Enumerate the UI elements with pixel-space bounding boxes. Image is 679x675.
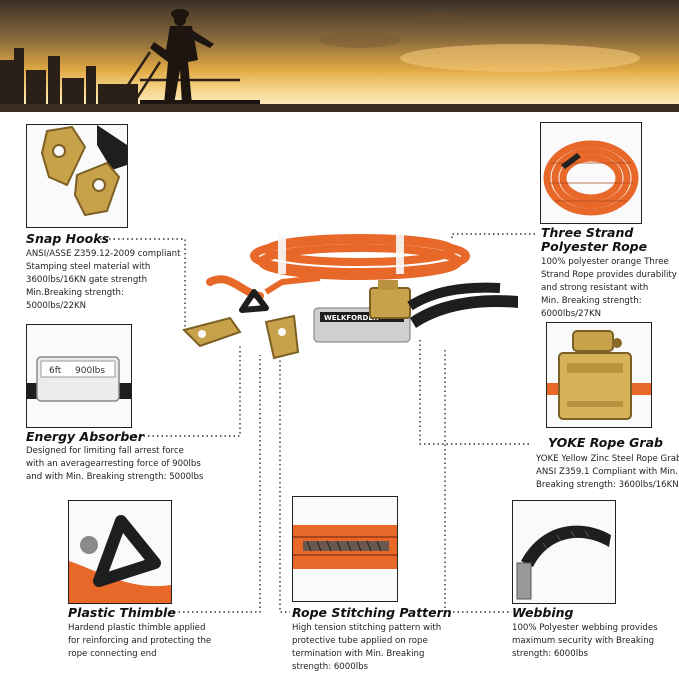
rope-grab-title: YOKE Rope Grab [548, 435, 663, 450]
absorber-tag-length: 6ft [49, 366, 62, 376]
absorber-tag-rating: 900lbs [75, 366, 105, 376]
webbing-title: Webbing [512, 605, 574, 620]
snap-hooks-photo [26, 124, 128, 228]
plastic-thimble-photo [68, 500, 172, 604]
rope-stitching-description: High tension stitching pattern with prot… [292, 623, 442, 672]
header-banner [0, 0, 679, 112]
rope-stitching-title: Rope Stitching Pattern [292, 605, 452, 620]
three-strand-rope-title: Three Strand Polyester Rope [541, 225, 648, 254]
three-strand-rope-photo [540, 122, 642, 224]
energy-absorber-photo: 6ft 900lbs [26, 324, 132, 428]
rope-grab-photo [546, 322, 652, 428]
product-lanyard-illustration: WELKFORDER [182, 234, 518, 360]
snap-hooks-title: Snap Hooks [26, 231, 110, 246]
brand-label: WELKFORDER [324, 314, 379, 322]
webbing-description: 100% Polyester webbing provides maximum … [512, 623, 658, 659]
rope-grab-description: YOKE Yellow Zinc Steel Rope Grab ANSI Z3… [536, 454, 679, 490]
rope-stitching-photo [292, 496, 398, 602]
energy-absorber-description: Designed for limiting fall arrest force … [26, 446, 204, 482]
energy-absorber-title: Energy Absorber [26, 429, 144, 444]
plastic-thimble-title: Plastic Thimble [68, 605, 176, 620]
snap-hooks-description: ANSI/ASSE Z359.12-2009 compliant Stampin… [26, 249, 181, 311]
worker-silhouette-illustration [0, 9, 679, 112]
plastic-thimble-description: Hardend plastic thimble applied for rein… [68, 623, 212, 659]
three-strand-rope-description: 100% polyester orange Three Strand Rope … [541, 257, 677, 319]
webbing-photo [512, 500, 616, 604]
